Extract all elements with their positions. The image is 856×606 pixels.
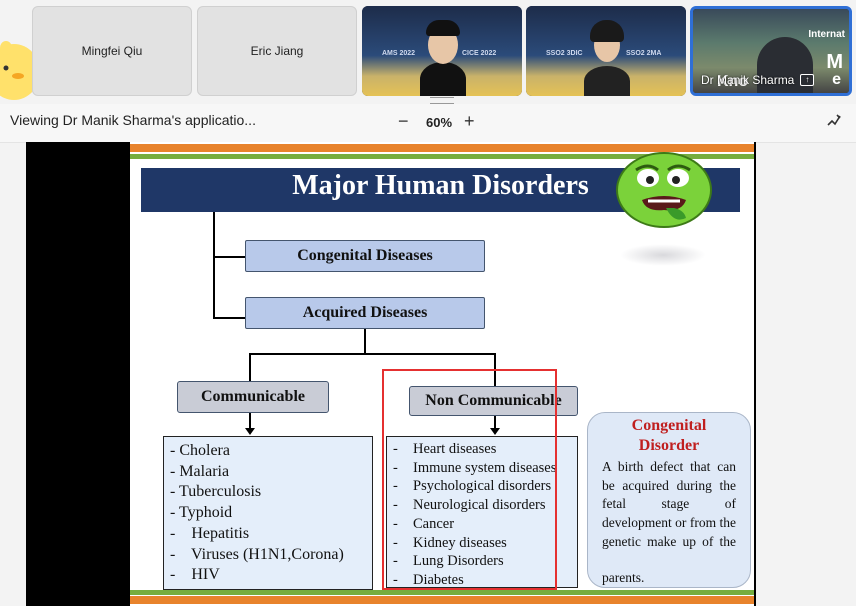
participant-tile-mingfei-qiu[interactable]: Mingfei Qiu	[32, 6, 192, 96]
viewing-status-text: Viewing Dr Manik Sharma's applicatio...	[10, 112, 256, 128]
box-label: Acquired Diseases	[302, 304, 428, 321]
person-hair	[590, 20, 624, 42]
person-silhouette	[420, 62, 466, 96]
definition-title-line: Congenital	[631, 417, 707, 434]
slide-bottom-stripe-green	[130, 590, 754, 595]
connector-line	[249, 353, 251, 382]
video-backdrop-text: Kno	[717, 73, 749, 90]
participant-video-tile[interactable]: SSO2 3DIC SSO2 2MA	[526, 6, 686, 96]
connector-line	[213, 317, 246, 319]
person-hair	[426, 20, 460, 36]
pin-video-icon[interactable]: ↑	[800, 74, 815, 86]
participant-name-label: Dr Manik Sharma ↑	[701, 73, 815, 87]
participant-name: Eric Jiang	[250, 44, 304, 58]
list-item: -Psychological disorders	[393, 478, 552, 495]
share-toolbar	[0, 104, 856, 143]
video-backdrop-text: AMS 2022	[382, 50, 416, 57]
list-item: -Neurological disorders	[393, 497, 546, 514]
definition-text: A birth defect that can be acquired duri…	[602, 459, 736, 549]
highlight-frame	[382, 369, 557, 590]
list-item: - Tuberculosis	[170, 483, 262, 501]
connector-line	[213, 256, 246, 258]
definition-title: Congenital Disorder	[593, 416, 745, 456]
list-item: -Diabetes	[393, 571, 464, 588]
drag-handle[interactable]	[430, 97, 454, 104]
non-communicable-list: -Heart diseases -Immune system diseases …	[386, 436, 578, 588]
congenital-diseases-box: Congenital Diseases	[245, 240, 485, 272]
video-backdrop-text: Internat	[808, 29, 845, 40]
acquired-diseases-box: Acquired Diseases	[245, 297, 485, 329]
connector-line	[249, 353, 496, 355]
participant-video-tile-dr-manik-sharma[interactable]: Internat M Kno e Dr Manik Sharma ↑	[690, 6, 852, 96]
list-item: -Cancer	[393, 515, 455, 532]
video-backdrop-text: e	[832, 71, 841, 88]
person-silhouette	[757, 37, 813, 93]
list-item: -Immune system diseases	[393, 459, 557, 476]
list-item: -Heart diseases	[393, 441, 497, 457]
arrow-down-icon	[490, 428, 500, 435]
arrow-down-icon	[245, 428, 255, 435]
person-silhouette	[584, 66, 630, 96]
list-item: - Cholera	[170, 442, 230, 459]
participant-name: Mingfei Qiu	[81, 44, 143, 58]
definition-card	[587, 412, 751, 588]
definition-text-last: parents.	[602, 570, 645, 585]
slide-title: Major Human Disorders	[292, 170, 589, 201]
participant-video-tile[interactable]: AMS 2022 CICE 2022	[362, 6, 522, 96]
zoom-out-button[interactable]: −	[398, 111, 409, 131]
non-communicable-box: Non Communicable	[409, 386, 578, 416]
participant-tile-eric-jiang[interactable]: Eric Jiang	[197, 6, 357, 96]
list-item: - Hepatitis	[170, 524, 250, 542]
box-label: Congenital Diseases	[297, 247, 433, 264]
connector-line	[249, 412, 251, 428]
list-item: - Typhoid	[170, 504, 233, 522]
communicable-list: - Cholera - Malaria - Tuberculosis - Typ…	[163, 436, 373, 590]
connector-line	[213, 212, 215, 319]
video-backdrop-text: SSO2 2MA	[626, 50, 662, 57]
video-backdrop-text: CICE 2022	[462, 50, 497, 57]
connector-line	[494, 415, 496, 428]
slide-top-stripe-green	[130, 154, 754, 159]
participant-name: Dr Manik Sharma	[701, 73, 795, 87]
pen-icon[interactable]	[826, 112, 842, 128]
blurred-smudge	[620, 244, 706, 266]
participant-strip: Mingfei Qiu Eric Jiang AMS 2022 CICE 202…	[0, 0, 856, 104]
box-label: Non Communicable	[425, 392, 562, 409]
slide-bottom-stripe-orange	[130, 596, 754, 604]
box-label: Communicable	[201, 388, 305, 405]
mascot-sticker-icon	[0, 41, 40, 100]
zoom-in-button[interactable]: +	[464, 111, 475, 131]
slide-top-stripe-orange	[130, 144, 754, 152]
list-item: -Kidney diseases	[393, 534, 507, 551]
zoom-level: 60%	[426, 115, 453, 130]
list-item: - Malaria	[170, 462, 230, 480]
list-item: - Viruses (H1N1,Corona)	[170, 545, 344, 563]
list-item: -Lung Disorders	[393, 553, 504, 570]
definition-title-line: Disorder	[638, 437, 700, 454]
video-backdrop-text: M	[826, 51, 843, 73]
list-item: - HIV	[170, 566, 220, 584]
communicable-box: Communicable	[177, 381, 329, 413]
sick-face-emoji-icon	[616, 152, 712, 228]
connector-line	[364, 328, 366, 354]
video-backdrop-text: SSO2 3DIC	[546, 50, 583, 57]
